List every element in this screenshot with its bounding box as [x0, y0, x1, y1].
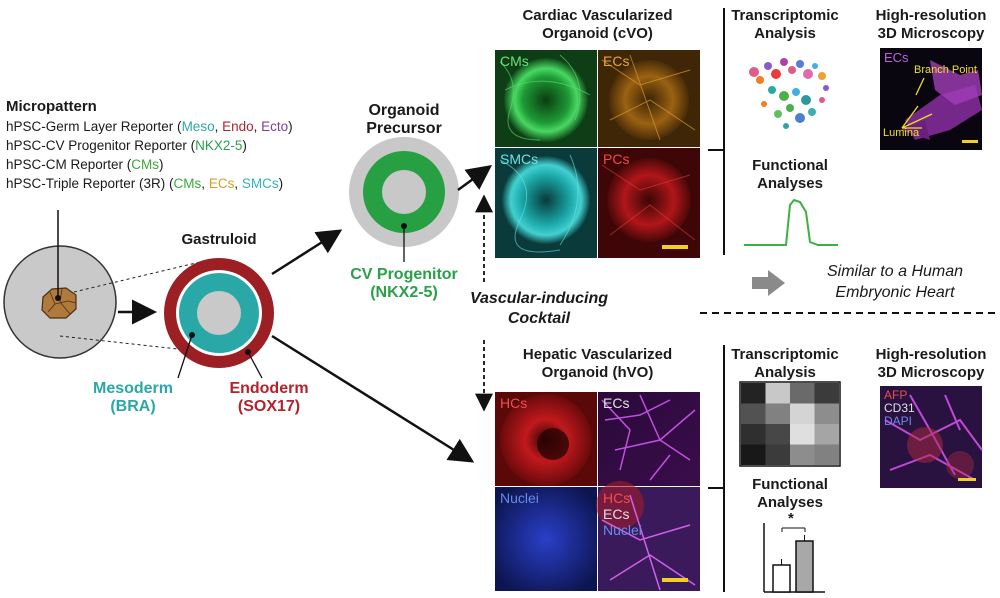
cvo-micro-ecs-label: ECs — [884, 50, 909, 65]
heatmap-cell — [765, 383, 790, 404]
heatmap-cell — [765, 444, 790, 465]
hvo-panel-ecs — [598, 392, 700, 486]
hvo-title-line2: Organoid (hVO) — [541, 364, 654, 381]
hvo-microscopy-line2: 3D Microscopy — [877, 364, 985, 381]
cvo-transcriptomic-line2: Analysis — [754, 25, 816, 42]
mesoderm-label: Mesoderm — [92, 380, 174, 397]
hvo-merge-ecs: ECs — [603, 506, 630, 522]
heatmap-cell — [790, 383, 815, 404]
endoderm-label: Endoderm — [229, 380, 309, 397]
cvo-title-line2: Organoid (cVO) — [542, 25, 653, 42]
triple-reporter-line: hPSC-Triple Reporter (3R) (CMs, ECs, SMC… — [6, 176, 284, 191]
heatmap-cell — [790, 444, 815, 465]
hvo-merge-hcs: HCs — [603, 490, 631, 506]
cvo-panel-ecs — [598, 50, 700, 147]
similar-arrow — [752, 270, 785, 296]
endoderm-marker: (SOX17) — [237, 398, 301, 415]
precursor-label-line1: Organoid — [368, 102, 440, 119]
precursor-label-line2: Precursor — [366, 120, 442, 137]
cvo-functional-line2: Analyses — [757, 175, 823, 192]
heatmap-cell — [765, 403, 790, 424]
cvo-panel-pcs — [598, 148, 700, 258]
bar — [772, 564, 791, 593]
cv-progenitor-marker: (NKX2-5) — [370, 284, 438, 301]
hvo-panel-hcs — [495, 392, 597, 486]
cv-progenitor-label: CV Progenitor — [350, 266, 458, 283]
heatmap-cell — [741, 383, 766, 404]
cvo-label-pcs: PCs — [603, 151, 630, 167]
gastruloid-label: Gastruloid — [181, 231, 257, 248]
significance-star: * — [788, 510, 794, 527]
hvo-functional-line2: Analyses — [757, 494, 823, 511]
organoid-precursor-diagram — [349, 137, 459, 247]
hvo-merge-nuclei: Nuclei — [603, 522, 642, 538]
similar-line1: Similar to a Human — [826, 263, 964, 280]
stain-dapi: DAPI — [884, 414, 913, 428]
heatmap-cell — [741, 444, 766, 465]
cvo-label-smcs: SMCs — [500, 151, 539, 167]
micropattern-heading: Micropattern — [6, 98, 97, 115]
cvo-panel-smcs — [495, 148, 597, 258]
cvo-label-cms: CMs — [500, 53, 529, 69]
hvo-panel-merge — [596, 481, 700, 591]
hvo-3d-microscopy-image — [880, 386, 983, 488]
mesoderm-marker: (BRA) — [110, 398, 156, 415]
gastruloid-diagram — [164, 258, 274, 368]
heatmap-cell — [814, 403, 839, 424]
heatmap-cell — [790, 424, 815, 445]
arrow-to-cvo — [457, 165, 493, 192]
hvo-transcriptomic-heatmap — [739, 381, 841, 467]
cvo-functional-line1: Functional — [752, 157, 828, 174]
cvo-transcriptomic-scatter — [749, 58, 829, 129]
heatmap-cell — [814, 444, 839, 465]
hvo-transcriptomic-line1: Transcriptomic — [731, 346, 839, 363]
hvo-title-line1: Hepatic Vascularized — [522, 346, 673, 363]
cvo-3d-microscopy-image — [880, 48, 982, 150]
cm-reporter-line: hPSC-CM Reporter (CMs) — [6, 157, 164, 172]
cvo-microscopy-line2: 3D Microscopy — [877, 25, 985, 42]
hvo-functional-line1: Functional — [752, 476, 828, 493]
hvo-microscopy-line1: High-resolution — [875, 346, 987, 363]
heatmap-cell — [765, 424, 790, 445]
heatmap-cell — [814, 424, 839, 445]
arrow-to-hvo — [271, 334, 475, 463]
heatmap-cell — [741, 403, 766, 424]
cocktail-label-line2: Cocktail — [507, 310, 571, 327]
cvo-transcriptomic-line1: Transcriptomic — [731, 7, 839, 24]
cvo-label-ecs: ECs — [603, 53, 630, 69]
branch-point-label: Branch Point — [914, 64, 977, 76]
hvo-transcriptomic-line2: Analysis — [754, 364, 816, 381]
heatmap-cell — [814, 383, 839, 404]
heatmap-cell — [790, 403, 815, 424]
hvo-panel-nuclei — [495, 487, 597, 591]
mesoderm-pointer — [177, 334, 193, 379]
cvo-microscopy-line1: High-resolution — [875, 7, 987, 24]
endoderm-pointer — [247, 351, 263, 379]
heatmap-cell — [741, 424, 766, 445]
stain-afp: AFP — [884, 388, 908, 402]
hvo-label-nuclei: Nuclei — [500, 490, 539, 506]
stain-cd31: CD31 — [884, 401, 915, 415]
cv-progenitor-reporter-line: hPSC-CV Progenitor Reporter (NKX2-5) — [6, 138, 247, 153]
cocktail-label-line1: Vascular-inducing — [469, 290, 609, 307]
germ-layer-reporter-line: hPSC-Germ Layer Reporter (Meso, Endo, Ec… — [6, 119, 293, 134]
hvo-label-hcs: HCs — [500, 395, 528, 411]
micropattern-disc — [3, 245, 117, 359]
arrow-to-precursor — [271, 229, 343, 276]
hvo-functional-bar-chart — [763, 523, 825, 593]
hvo-label-ecs: ECs — [603, 395, 630, 411]
similar-line2: Embryonic Heart — [835, 284, 955, 301]
cvo-functional-trace — [744, 198, 838, 246]
lumina-label: Lumina — [883, 127, 920, 139]
cvo-panel-cms — [495, 50, 597, 147]
bar — [795, 540, 814, 593]
cvo-title-line1: Cardiac Vascularized — [522, 7, 673, 24]
